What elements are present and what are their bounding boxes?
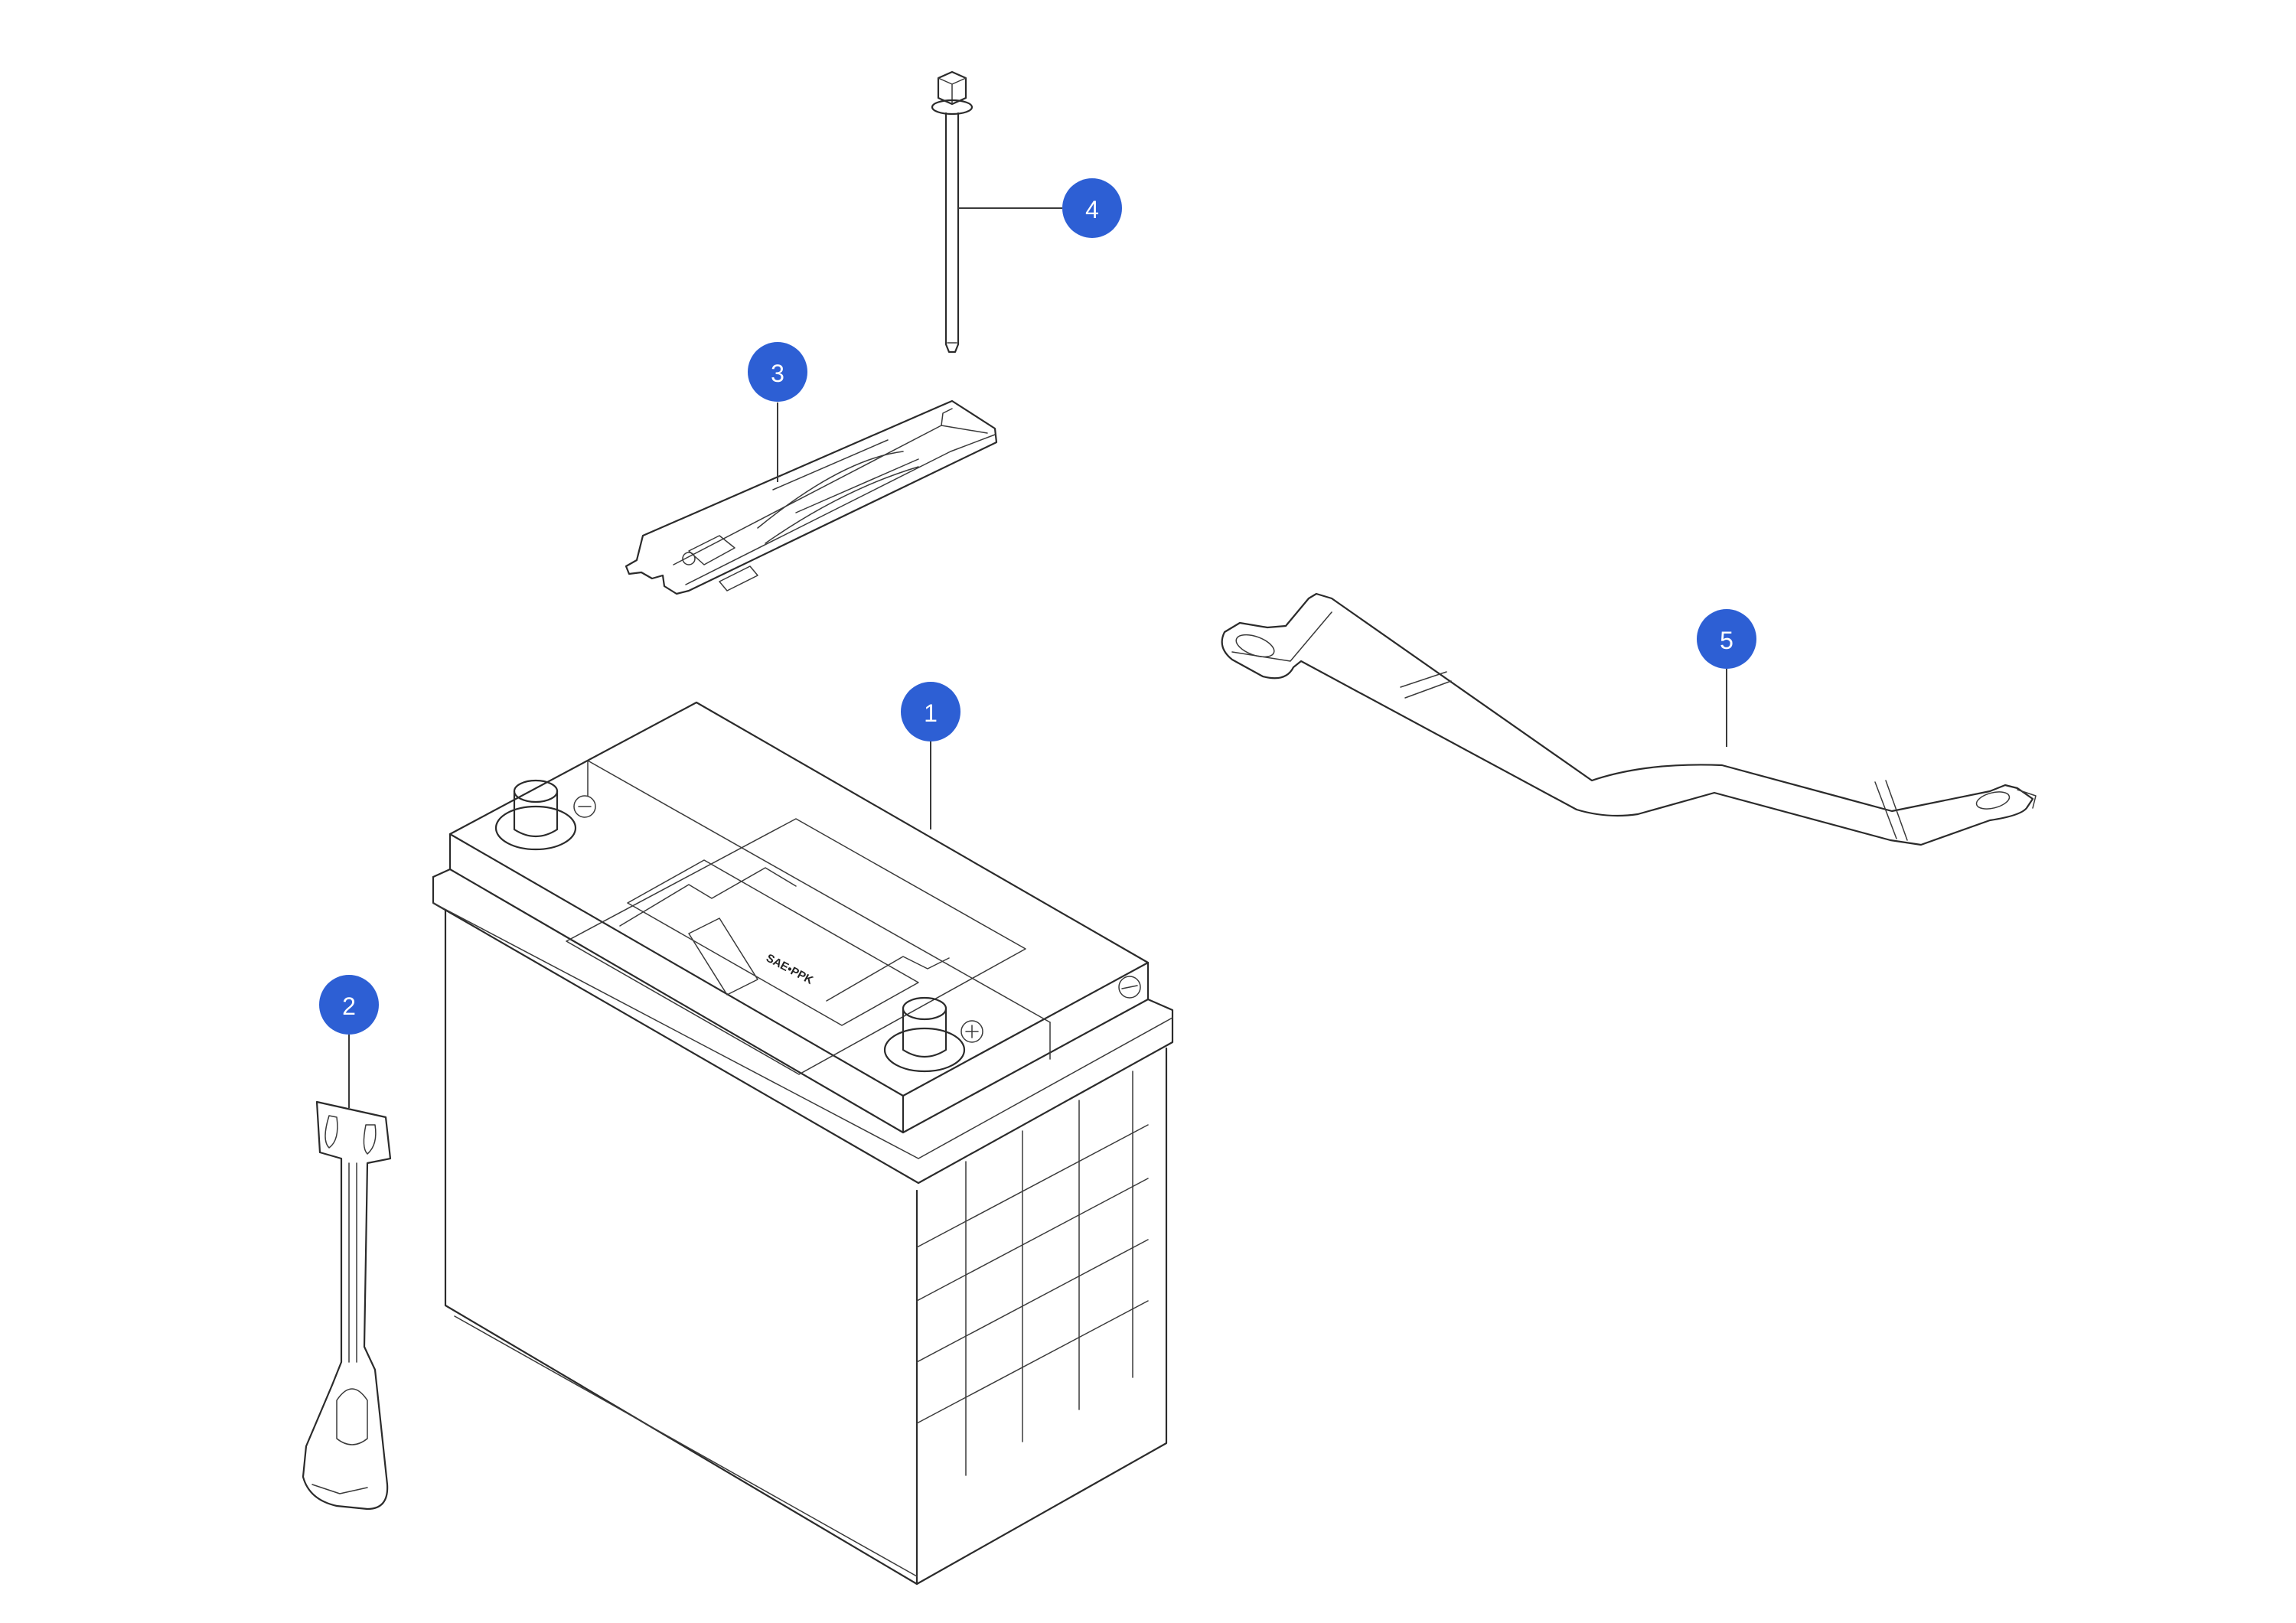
callout-badge — [748, 342, 807, 402]
bolt-part — [931, 70, 974, 354]
hold-down-rod-part — [302, 1100, 392, 1511]
callout-1[interactable]: 1 — [901, 682, 960, 741]
callout-badge — [319, 975, 379, 1035]
battery-brand-label: SAE•PPK — [764, 952, 815, 988]
battery-part: SAE•PPK — [432, 701, 1174, 1586]
callout-badge — [1697, 609, 1756, 669]
callout-number: 5 — [1720, 627, 1733, 654]
callout-2[interactable]: 2 — [319, 975, 379, 1035]
callout-number: 1 — [924, 699, 938, 727]
callout-number: 4 — [1085, 196, 1099, 223]
callout-number: 2 — [342, 992, 356, 1020]
callout-badge — [1062, 178, 1122, 238]
callout-badge — [901, 682, 960, 741]
callout-5[interactable]: 5 — [1697, 609, 1756, 669]
callout-number: 3 — [771, 360, 784, 387]
leader-lines — [348, 207, 1727, 1108]
callout-3[interactable]: 3 — [748, 342, 807, 402]
clamp-bracket-part — [625, 399, 998, 595]
strap-bracket-part — [1221, 592, 2037, 846]
callout-4[interactable]: 4 — [1062, 178, 1122, 238]
